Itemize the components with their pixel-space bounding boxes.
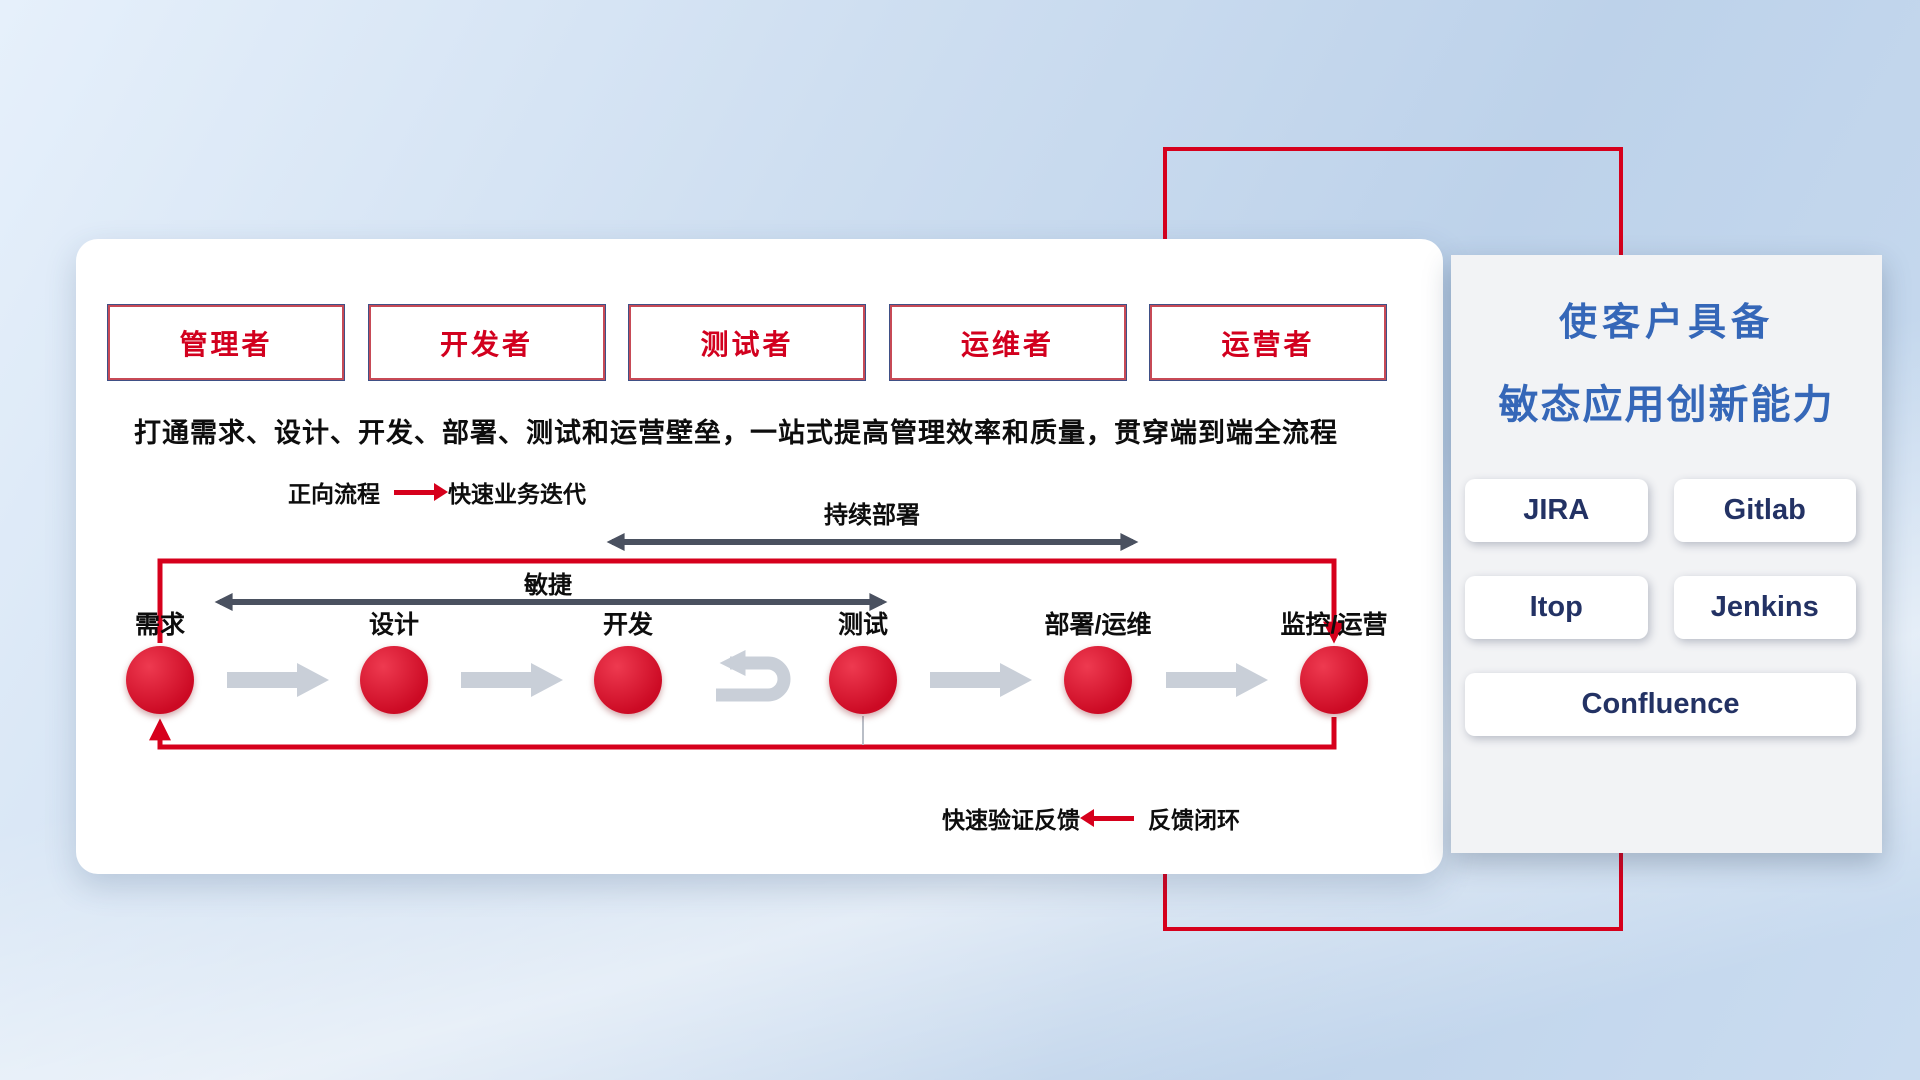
role-box-row: 管理者 开发者 测试者 运维者 运营者 — [107, 304, 1387, 381]
stage-label-design: 设计 — [368, 611, 419, 639]
feedback-legend-label: 快速验证反馈 — [942, 807, 1080, 833]
feedback-legend-value: 反馈闭环 — [1148, 807, 1240, 833]
stage-label-test: 测试 — [837, 611, 888, 639]
role-box-manager: 管理者 — [107, 304, 345, 381]
step-arrow-icon — [1166, 663, 1268, 697]
role-box-ops: 运维者 — [888, 304, 1127, 381]
step-arrow-icon — [930, 663, 1032, 697]
right-arrow-icon — [394, 489, 434, 495]
continuous-deploy-label: 持续部署 — [824, 502, 920, 529]
forward-flow-value: 快速业务迭代 — [448, 481, 586, 507]
forward-loop-line — [157, 558, 1345, 644]
card-headline: 打通需求、设计、开发、部署、测试和运营壁垒，一站式提高管理效率和质量，贯穿端到端… — [134, 418, 1338, 448]
role-box-tester: 测试者 — [628, 304, 866, 381]
stage-node-design — [360, 646, 428, 714]
stage-node-demand — [126, 646, 194, 714]
role-box-operator: 运营者 — [1149, 304, 1387, 381]
tool-chip-jenkins: Jenkins — [1673, 576, 1856, 639]
forward-flow-label: 正向流程 — [288, 481, 380, 507]
capability-panel: 使客户具备 敏态应用创新能力 JIRA Gitlab Itop Jenkins … — [1451, 255, 1882, 853]
step-arrow-icon — [227, 663, 329, 697]
tool-chip-confluence: Confluence — [1465, 673, 1856, 736]
panel-title-line2: 敏态应用创新能力 — [1498, 383, 1835, 427]
stage-node-develop — [594, 646, 662, 714]
flow-diagram — [149, 533, 1345, 750]
forward-flow-legend: 正向流程 快速业务迭代 — [288, 475, 586, 509]
left-arrow-icon — [1094, 815, 1134, 821]
tool-chip-gitlab: Gitlab — [1673, 479, 1856, 542]
iteration-loop-icon — [716, 650, 791, 702]
step-arrow-icon — [461, 663, 563, 697]
tool-grid: JIRA Gitlab Itop Jenkins Confluence — [1465, 479, 1856, 736]
stage-node-monitor-operate — [1300, 646, 1368, 714]
stage-label-monitor-operate: 监控/运营 — [1280, 611, 1388, 639]
role-box-developer: 开发者 — [367, 304, 606, 381]
stage-label-demand: 需求 — [134, 611, 185, 639]
tool-chip-itop: Itop — [1465, 576, 1648, 639]
feedback-loop-line — [149, 717, 1337, 750]
stage-label-deploy-ops: 部署/运维 — [1044, 611, 1152, 639]
tool-chip-jira: JIRA — [1465, 479, 1648, 542]
panel-title: 使客户具备 敏态应用创新能力 — [1451, 291, 1882, 430]
stage-node-test — [829, 646, 897, 714]
feedback-legend: 快速验证反馈 反馈闭环 — [942, 801, 1240, 835]
stage-node-deploy-ops — [1064, 646, 1132, 714]
panel-title-line1: 使客户具备 — [1558, 302, 1774, 344]
stage-label-develop: 开发 — [602, 611, 653, 639]
agile-label: 敏捷 — [524, 572, 572, 599]
devops-flow-card: 管理者 开发者 测试者 运维者 运营者 打通需求、设计、开发、部署、测试和运营壁… — [76, 239, 1443, 874]
